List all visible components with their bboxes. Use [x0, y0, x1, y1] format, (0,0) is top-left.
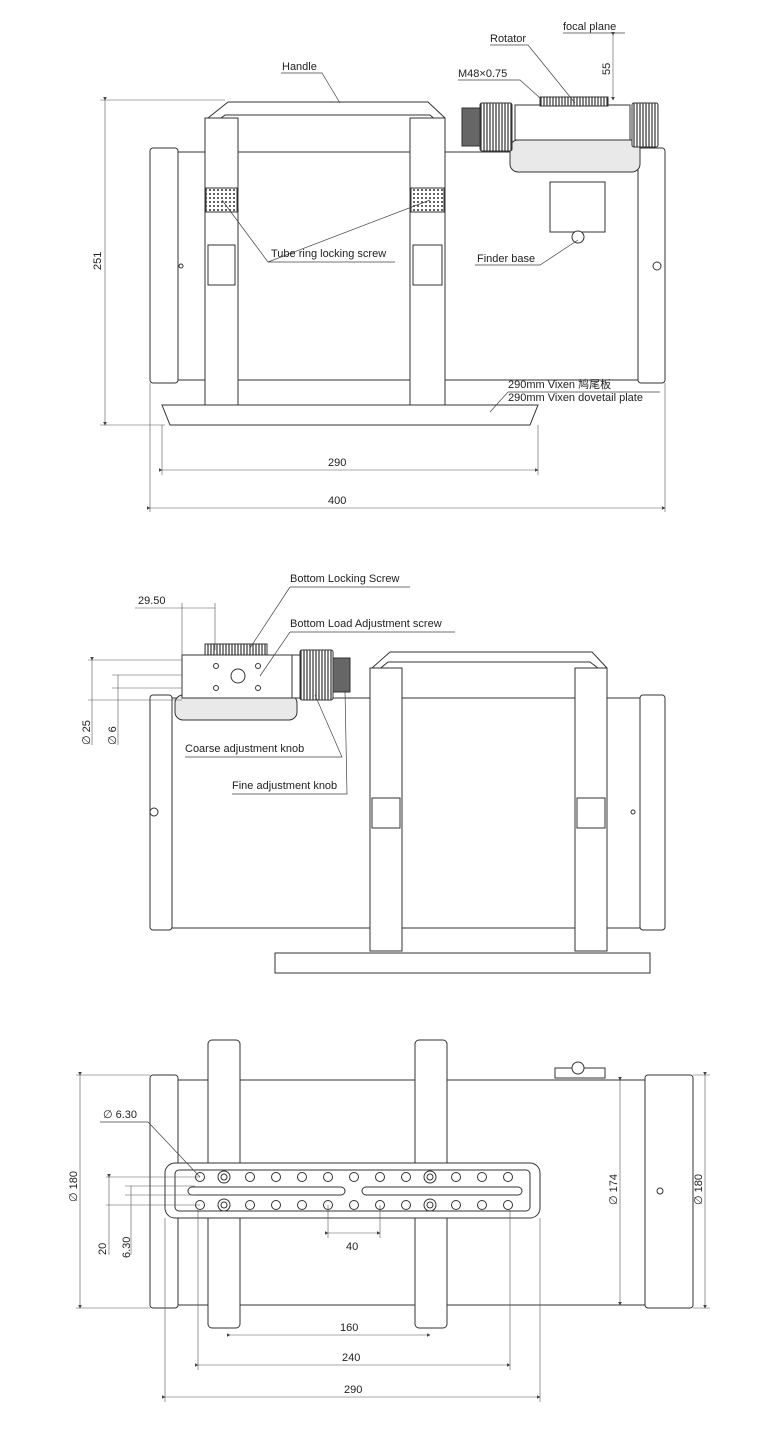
front-cap [149, 147, 179, 384]
label-bottom-load-screw: Bottom Load Adjustment screw [290, 618, 442, 630]
dim-hole-pitch: 40 [346, 1241, 358, 1253]
dim-spacing20: 20 [97, 1243, 109, 1255]
dim-height: 251 [92, 252, 104, 270]
dim-offset: 29.50 [138, 595, 166, 607]
slot [361, 1186, 523, 1196]
dim-dia6: ∅ 6 [107, 726, 119, 745]
top-view: Handle Rotator M48×0.75 focal plane 55 T… [92, 21, 666, 512]
bottom-locking-screw [204, 643, 268, 656]
hole [503, 1200, 513, 1210]
dim-focal: 55 [601, 63, 613, 75]
label-bottom-locking-screw: Bottom Locking Screw [290, 573, 399, 585]
finder-screw [571, 230, 585, 244]
hole [271, 1200, 281, 1210]
coarse-adjustment-knob [299, 649, 334, 701]
dim-dia-left: ∅ 180 [68, 1171, 80, 1202]
focuser-base [174, 694, 298, 721]
dim-slot: 6.30 [121, 1237, 133, 1258]
label-thread: M48×0.75 [458, 68, 507, 80]
screw-icon [178, 263, 184, 269]
rear-cap [639, 694, 666, 931]
dim-plate-length: 290 [328, 457, 346, 469]
fine-adjustment-knob [332, 657, 351, 693]
hole [271, 1172, 281, 1182]
dovetail-plate [274, 952, 651, 974]
hole [451, 1200, 461, 1210]
coarse-knob-left [479, 102, 513, 152]
bottom-load-screw [230, 668, 246, 684]
ring-screw-knurl [410, 187, 445, 213]
hole [401, 1172, 411, 1182]
hole [426, 1173, 434, 1181]
dim-ring-spacing: 160 [340, 1322, 358, 1334]
hole [426, 1201, 434, 1209]
hole [375, 1172, 385, 1182]
screw-icon [652, 261, 662, 271]
hole [220, 1173, 228, 1181]
dim-bolt-spacing: 240 [342, 1352, 360, 1364]
ring-clamp [207, 244, 236, 286]
screw-icon [630, 809, 636, 815]
slot [187, 1186, 346, 1196]
hole [477, 1200, 487, 1210]
hole [349, 1200, 359, 1210]
handle-bar [371, 651, 608, 677]
label-hole: ∅ 6.30 [103, 1109, 137, 1121]
fine-knob [461, 107, 481, 147]
dim-dia-right: ∅ 180 [693, 1174, 705, 1205]
tube-body [171, 697, 641, 929]
focuser-base [509, 139, 641, 173]
label-coarse-knob: Coarse adjustment knob [185, 743, 304, 755]
ring-clamp [412, 244, 443, 286]
dim-total-length: 400 [328, 495, 346, 507]
hole [503, 1172, 513, 1182]
ring-clamp [576, 797, 606, 829]
screw-icon [149, 807, 159, 817]
coarse-knob-right [631, 102, 659, 148]
label-tube-ring-screw: Tube ring locking screw [271, 248, 386, 260]
dim-dia25: ∅ 25 [81, 720, 93, 745]
hole [451, 1172, 461, 1182]
rear-cap [637, 147, 666, 384]
label-handle: Handle [282, 61, 317, 73]
hole [245, 1200, 255, 1210]
finder-base [549, 181, 606, 233]
hole [297, 1200, 307, 1210]
dim-dia-tube: ∅ 174 [608, 1174, 620, 1205]
dovetail-plate [161, 404, 539, 426]
ring-clamp [371, 797, 401, 829]
hole [245, 1172, 255, 1182]
hole [401, 1200, 411, 1210]
hole [297, 1172, 307, 1182]
rear-cap [644, 1074, 694, 1309]
label-focal-plane: focal plane [563, 21, 616, 33]
hole [323, 1172, 333, 1182]
side-view: Bottom Locking Screw Bottom Load Adjustm… [81, 573, 666, 974]
focuser-side [291, 654, 301, 699]
dim-plate-length: 290 [344, 1384, 362, 1396]
label-fine-knob: Fine adjustment knob [232, 780, 337, 792]
label-plate-en: 290mm Vixen dovetail plate [508, 392, 643, 404]
label-finder-base: Finder base [477, 253, 535, 265]
bottom-view: ∅ 6.30 20 6.30 ∅ 180 ∅ 174 ∅ 180 40 160 … [68, 1039, 710, 1402]
ring-screw-knurl [205, 187, 238, 213]
hole [477, 1172, 487, 1182]
hole [220, 1201, 228, 1209]
focuser-body [514, 104, 631, 141]
handle-bar [207, 101, 446, 130]
hole [349, 1172, 359, 1182]
label-plate-cn: 290mm Vixen 鸠尾板 [508, 377, 611, 391]
label-rotator: Rotator [490, 33, 526, 45]
